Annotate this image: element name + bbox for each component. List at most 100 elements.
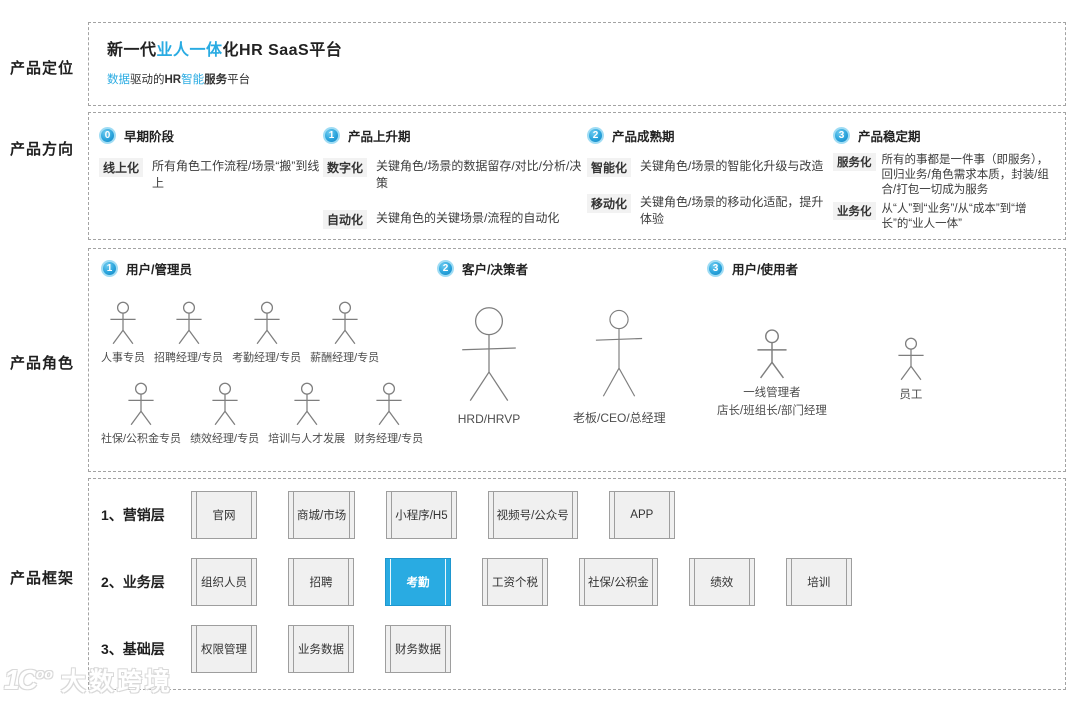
subtitle-seg-bold: HR xyxy=(164,74,182,86)
role-group-header: 3 用户/使用者 xyxy=(707,259,1007,278)
person-icon xyxy=(110,301,136,345)
phase-title: 早期阶段 xyxy=(124,130,175,144)
framework-box-highlighted: 考勤 xyxy=(385,558,451,606)
role-label: 招聘经理/专员 xyxy=(154,352,224,364)
person-icon xyxy=(376,382,402,426)
framework-box: 培训 xyxy=(785,558,852,606)
framework-row-label: 1、营销层 xyxy=(101,507,165,523)
person-icon xyxy=(294,382,320,426)
phase-items: 智能化 关键角色/场景的智能化升级与改造 移动化 关键角色/场景的移动化适配，提… xyxy=(587,158,833,229)
watermark-logo-icon: 1Coo xyxy=(4,664,53,695)
subtitle-seg-accent: 智能 xyxy=(181,74,205,86)
section-product-direction: 0 早期阶段 线上化 所有角色工作流程/场景“搬”到线上 1 产品上升期 数字化… xyxy=(88,112,1066,240)
title-seg: 新一代 xyxy=(107,42,157,59)
person-icon xyxy=(898,337,924,381)
title-seg-accent: 业人一体 xyxy=(156,42,223,59)
section-product-roles: 1 用户/管理员 人事专员 招聘经理/专员 考勤经理/专员 薪 xyxy=(88,248,1066,472)
phase-item-tag: 自动化 xyxy=(323,209,368,229)
positioning-title: 新一代业人一体化HR SaaS平台 xyxy=(107,36,1047,60)
phase-header: 3 产品稳定期 xyxy=(833,126,1057,145)
role-label-line2: 店长/班组长/部门经理 xyxy=(717,405,827,418)
phase-item-desc: 关键角色/场景的移动化适配，提升体验 xyxy=(640,195,824,227)
role-row: 人事专员 招聘经理/专员 考勤经理/专员 薪酬经理/专员 xyxy=(101,300,437,365)
section-product-framework: 1、营销层 官网 商城/市场 小程序/H5 视频号/公众号 APP 2、业务层 … xyxy=(88,478,1066,690)
framework-box: 商城/市场 xyxy=(288,491,356,539)
role-label: 社保/公积金专员 xyxy=(101,433,182,445)
framework-box: APP xyxy=(608,491,675,539)
role-label: 一线管理者 店长/班组长/部门经理 xyxy=(717,384,827,421)
phase-item-desc: 从“人”到“业务”/从“成本”到“增长”的“业人一体” xyxy=(881,202,1027,230)
role-cell: 一线管理者 店长/班组长/部门经理 xyxy=(717,328,827,421)
role-cell: 社保/公积金专员 xyxy=(101,381,181,446)
role-cell: 招聘经理/专员 xyxy=(154,300,223,365)
role-label: HRD/HRVP xyxy=(457,412,521,426)
framework-row-business: 2、业务层 组织人员 招聘 考勤 工资个税 社保/公积金 绩效 培训 xyxy=(101,558,1065,606)
side-label-framework: 产品框架 xyxy=(10,570,75,587)
role-group-title: 用户/管理员 xyxy=(126,263,192,277)
phase-number-badge: 1 xyxy=(323,127,340,144)
phase-header: 0 早期阶段 xyxy=(99,126,323,145)
framework-box: 绩效 xyxy=(688,558,755,606)
person-icon xyxy=(462,307,516,401)
role-group-title: 客户/决策者 xyxy=(462,263,528,277)
role-group-badge: 2 xyxy=(437,260,454,277)
person-icon xyxy=(128,382,154,426)
framework-box: 视频号/公众号 xyxy=(487,491,578,539)
framework-boxes: 组织人员 招聘 考勤 工资个税 社保/公积金 绩效 培训 xyxy=(191,558,852,606)
role-label-line1: 一线管理者 xyxy=(743,387,801,399)
framework-row-label: 2、业务层 xyxy=(101,574,165,590)
framework-box: 组织人员 xyxy=(191,558,257,606)
phase-item: 服务化 所有的事都是一件事（即服务），回归业务/角色需求本质，封装/组合/打包一… xyxy=(833,153,1057,199)
subtitle-seg: 平台 xyxy=(227,74,251,86)
role-cell: 培训与人才发展 xyxy=(268,381,345,446)
role-group-decision-makers: 2 客户/决策者 HRD/HRVP 老板/CEO/总经理 xyxy=(437,259,697,426)
framework-box: 权限管理 xyxy=(191,625,257,673)
subtitle-seg-bold: 服务 xyxy=(204,74,228,86)
role-row: 社保/公积金专员 绩效经理/专员 培训与人才发展 财务经理/专员 xyxy=(101,381,437,446)
role-label: 薪酬经理/专员 xyxy=(310,352,380,364)
framework-box: 社保/公积金 xyxy=(579,558,658,606)
person-icon xyxy=(757,329,787,379)
role-cell: 薪酬经理/专员 xyxy=(310,300,379,365)
phase-header: 2 产品成熟期 xyxy=(587,126,833,145)
phase-item-tag: 移动化 xyxy=(587,194,632,213)
framework-box: 官网 xyxy=(191,491,257,539)
phase-item-tag: 业务化 xyxy=(833,201,876,220)
person-icon xyxy=(332,301,358,345)
phase-item-tag: 智能化 xyxy=(587,158,632,177)
phase-title: 产品上升期 xyxy=(348,130,411,144)
section-product-positioning: 新一代业人一体化HR SaaS平台 数据驱动的HR智能服务平台 xyxy=(88,22,1066,106)
phase-item: 业务化 从“人”到“业务”/从“成本”到“增长”的“业人一体” xyxy=(833,201,1057,232)
role-label: 考勤经理/专员 xyxy=(232,352,302,364)
role-cell: 人事专员 xyxy=(101,300,145,365)
framework-box: 业务数据 xyxy=(288,625,354,673)
role-label: 员工 xyxy=(899,389,923,401)
framework-box: 工资个税 xyxy=(482,558,548,606)
role-group-admins: 1 用户/管理员 人事专员 招聘经理/专员 考勤经理/专员 薪 xyxy=(101,259,437,446)
phase-number-badge: 0 xyxy=(99,127,116,144)
phase-item-desc: 关键角色/场景的数据留存/对比/分析/决策 xyxy=(376,159,582,191)
positioning-subtitle: 数据驱动的HR智能服务平台 xyxy=(107,71,1047,87)
role-cell: 员工 xyxy=(893,336,929,404)
role-group-badge: 1 xyxy=(101,260,118,277)
role-label: 绩效经理/专员 xyxy=(190,433,260,445)
role-group-header: 1 用户/管理员 xyxy=(101,259,437,278)
phase-item: 自动化 关键角色的关键场景/流程的自动化 xyxy=(323,209,587,229)
phase-item-tag: 线上化 xyxy=(99,158,144,177)
framework-boxes: 官网 商城/市场 小程序/H5 视频号/公众号 APP xyxy=(191,491,675,539)
side-label-direction: 产品方向 xyxy=(10,141,75,158)
phase-items: 数字化 关键角色/场景的数据留存/对比/分析/决策 自动化 关键角色的关键场景/… xyxy=(323,158,587,229)
framework-box: 小程序/H5 xyxy=(386,491,457,539)
subtitle-seg-accent: 数据 xyxy=(107,74,130,86)
framework-row-marketing: 1、营销层 官网 商城/市场 小程序/H5 视频号/公众号 APP xyxy=(101,491,1065,539)
role-cell: HRD/HRVP xyxy=(451,306,527,426)
phase-header: 1 产品上升期 xyxy=(323,126,587,145)
side-label-positioning: 产品定位 xyxy=(10,60,75,77)
role-label: 人事专员 xyxy=(101,352,145,364)
phase-item-tag: 服务化 xyxy=(833,153,876,171)
subtitle-seg: 驱动的 xyxy=(130,74,165,86)
phase-number-badge: 2 xyxy=(587,127,604,144)
phase-early-stage: 0 早期阶段 线上化 所有角色工作流程/场景“搬”到线上 xyxy=(99,126,323,231)
person-icon xyxy=(253,301,280,345)
